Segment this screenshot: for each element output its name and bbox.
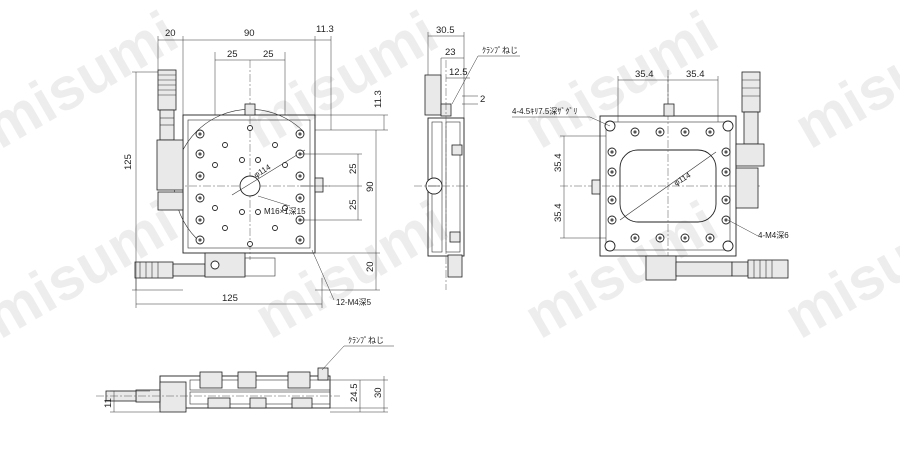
dim-30: 30 <box>373 387 384 398</box>
watermark-3: misumi <box>513 0 728 161</box>
label-phi114-top: φ114 <box>252 162 272 179</box>
top-right-stub <box>314 177 324 193</box>
dim-25-right-a: 25 <box>348 163 359 174</box>
label-m16: M16×1深15 <box>264 207 306 216</box>
phi114-leader <box>231 149 306 196</box>
dim-11-3-right: 11.3 <box>373 90 384 108</box>
watermark-8: misumi <box>773 188 900 351</box>
dim-25-right-b: 25 <box>348 199 359 210</box>
label-holes-counterbore: 4-4.5ｷﾘ7.5深ｻﾞｸﾞﾘ <box>512 107 577 116</box>
label-12-m4: 12-M4深5 <box>336 298 372 307</box>
side-view: 30.5 23 12.5 2 ｸﾗﾝﾌﾟねじ <box>414 25 520 290</box>
side-micrometer <box>424 74 442 116</box>
top-clamp-screw <box>244 103 256 116</box>
front-view: 11 24.5 30 ｸﾗﾝﾌﾟねじ <box>96 336 394 413</box>
dim-20-right: 20 <box>365 261 376 272</box>
dim-30-5: 30.5 <box>436 25 455 36</box>
front-micrometer-block <box>159 381 187 413</box>
top-micrometer-bottom <box>134 252 276 279</box>
front-clamp-label: ｸﾗﾝﾌﾟねじ <box>348 336 384 345</box>
dim-90-top: 90 <box>244 28 255 39</box>
bottom-micrometer-bottom <box>645 255 789 281</box>
label-4-m4: 4-M4深6 <box>758 231 789 240</box>
side-clamp-label: ｸﾗﾝﾌﾟねじ <box>482 46 518 55</box>
dim-23: 23 <box>445 47 456 58</box>
top-plate-inner <box>187 119 311 249</box>
top-micrometer-left <box>156 69 184 211</box>
bottom-view: 35.4 35.4 35.4 35.4 φ114 4-4.5ｷﾘ7.5深ｻﾞｸﾞ… <box>512 69 789 281</box>
dim-90-right: 90 <box>365 181 376 192</box>
dim-125-bottom: 125 <box>222 293 238 304</box>
dim-25-a: 25 <box>227 49 238 60</box>
dim-25-b: 25 <box>263 49 274 60</box>
dim-35-4-left-a: 35.4 <box>553 154 564 173</box>
label-phi114-bottom: φ114 <box>672 170 692 187</box>
bottom-holes <box>604 120 734 252</box>
dim-24-5: 24.5 <box>349 384 360 403</box>
dim-35-4-top-a: 35.4 <box>635 69 654 80</box>
watermark-2: misumi <box>233 0 448 161</box>
dim-125-left: 125 <box>123 154 134 170</box>
dim-35-4-left-b: 35.4 <box>553 204 564 223</box>
dim-20-top: 20 <box>165 28 176 39</box>
watermark-4: misumi <box>783 0 900 161</box>
bottom-micrometer-right <box>735 71 765 209</box>
dim-2: 2 <box>480 94 485 105</box>
dim-11-3-top: 11.3 <box>316 24 334 35</box>
dim-12-5: 12.5 <box>449 67 468 78</box>
dim-11: 11 <box>103 398 114 408</box>
plate-holes <box>195 125 305 247</box>
dim-35-4-top-b: 35.4 <box>686 69 705 80</box>
top-view: 20 90 11.3 25 25 125 11.3 25 25 90 20 12… <box>123 24 388 308</box>
